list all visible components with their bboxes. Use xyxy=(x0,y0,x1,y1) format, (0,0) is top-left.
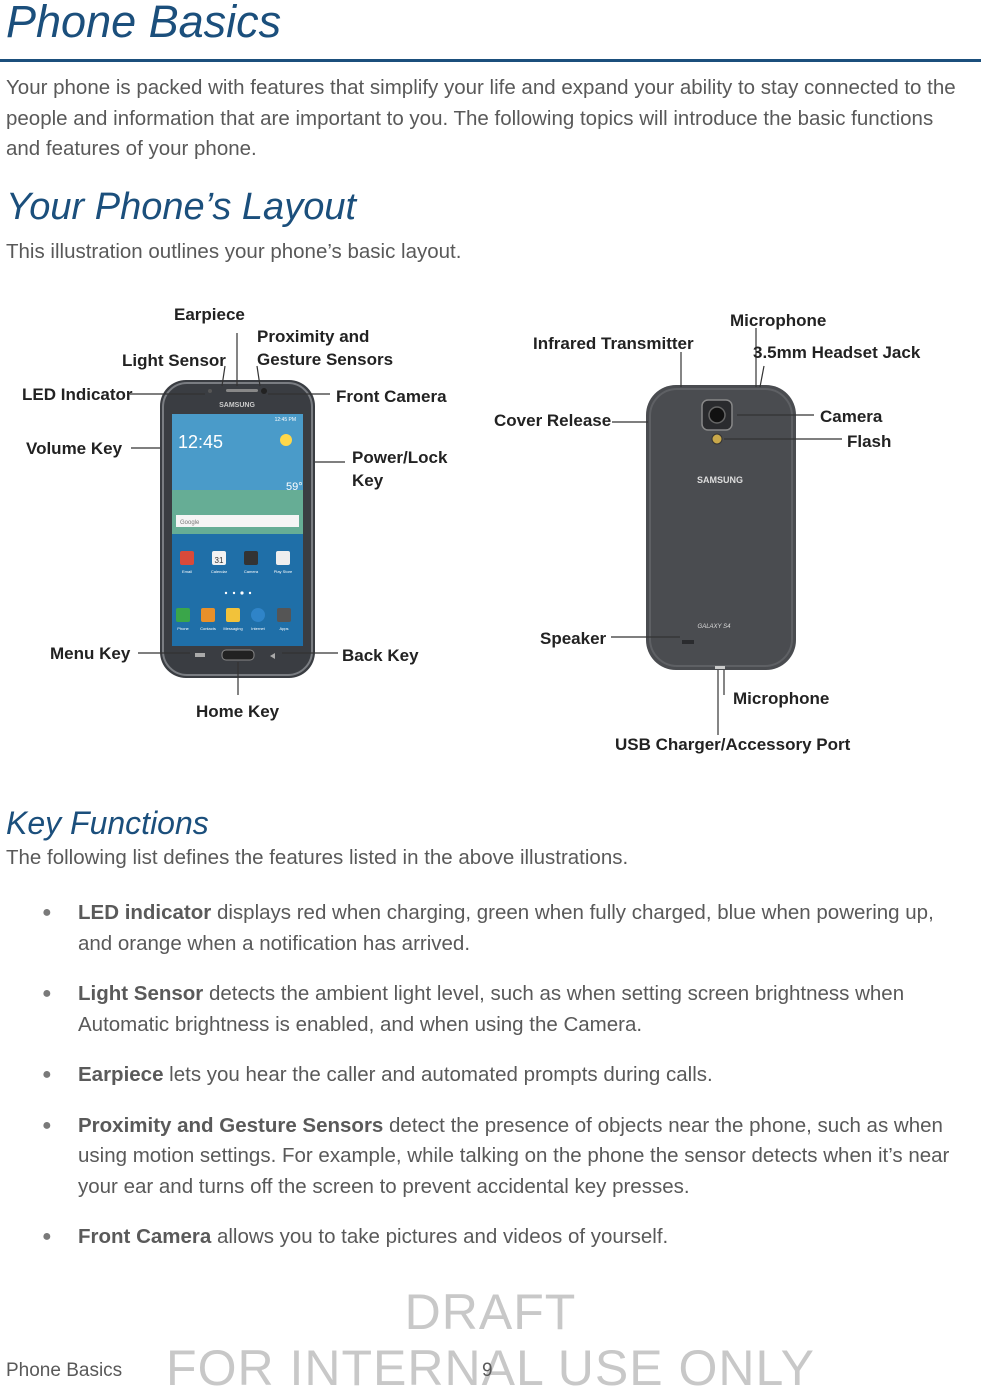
label-flash: Flash xyxy=(847,432,891,451)
calendar-app-icon xyxy=(212,551,226,565)
label-led-indicator: LED Indicator xyxy=(22,385,133,404)
label-usb-port: USB Charger/Accessory Port xyxy=(615,735,851,754)
label-cover-release: Cover Release xyxy=(494,411,611,430)
screen-clock: 12:45 xyxy=(178,432,223,452)
label-light-sensor: Light Sensor xyxy=(122,351,226,370)
list-item-text: detects the ambient light level, such as… xyxy=(78,982,905,1036)
list-item-text: allows you to take pictures and videos o… xyxy=(211,1225,669,1248)
label-menu-key: Menu Key xyxy=(50,644,131,663)
front-brand-logo: SAMSUNG xyxy=(219,402,255,409)
app-label: Camera xyxy=(244,569,259,574)
screen-temperature: 59° xyxy=(286,481,303,493)
app-label: Email xyxy=(182,569,192,574)
app-label: Play Store xyxy=(274,569,293,574)
back-brand-logo: SAMSUNG xyxy=(697,475,743,485)
list-item: ● Light Sensor detects the ambient light … xyxy=(0,979,958,1040)
label-infrared: Infrared Transmitter xyxy=(533,334,694,353)
app-label: Contacts xyxy=(200,626,216,631)
watermark-line-1: DRAFT xyxy=(404,1284,577,1340)
bullet-icon: ● xyxy=(42,1228,52,1245)
apps-grid-icon xyxy=(277,608,291,622)
label-power-lock-1: Power/Lock xyxy=(352,448,448,467)
play-store-app-icon xyxy=(276,551,290,565)
label-microphone-bottom: Microphone xyxy=(733,689,829,708)
label-headset-jack: 3.5mm Headset Jack xyxy=(753,343,921,362)
list-item: ● LED indicator displays red when chargin… xyxy=(0,898,958,959)
back-phone: SAMSUNG GALAXY S4 xyxy=(646,385,796,670)
list-item-term: Proximity and Gesture Sensors xyxy=(78,1113,384,1137)
list-item-term: Front Camera xyxy=(78,1225,212,1248)
label-volume-key: Volume Key xyxy=(26,439,123,458)
list-item-text: detect the presence of objects near the … xyxy=(78,1113,950,1198)
label-proximity-1: Proximity and xyxy=(257,327,369,346)
label-earpiece: Earpiece xyxy=(174,305,245,324)
menu-key-icon xyxy=(195,653,205,657)
label-speaker: Speaker xyxy=(540,629,607,648)
list-item-term: LED indicator xyxy=(78,901,212,924)
contacts-app-icon xyxy=(201,608,215,622)
key-functions-heading: Key Functions xyxy=(6,805,209,841)
label-power-lock-2: Key xyxy=(352,471,384,490)
back-cover xyxy=(646,385,796,670)
bullet-icon: ● xyxy=(42,904,52,921)
list-item-term: Light Sensor xyxy=(78,982,204,1005)
app-label: Messaging xyxy=(223,626,242,631)
earpiece-grille xyxy=(226,389,258,392)
app-label: Internet xyxy=(251,626,265,631)
key-functions-paragraph: The following list defines the features … xyxy=(6,846,629,869)
camera-app-icon xyxy=(244,551,258,565)
app-label: Phone xyxy=(177,626,189,631)
list-item-term: Earpiece xyxy=(78,1063,164,1086)
list-item: ● Proximity and Gesture Sensors detect th… xyxy=(0,1111,958,1203)
back-model-logo: GALAXY S4 xyxy=(698,624,732,630)
bullet-icon: ● xyxy=(42,1116,52,1134)
page-title: Phone Basics xyxy=(6,0,282,47)
app-label: Calendar xyxy=(211,569,228,574)
list-item-text: lets you hear the caller and automated p… xyxy=(163,1063,713,1086)
flash-icon xyxy=(711,433,723,445)
calendar-day: 31 xyxy=(215,556,224,565)
footer-page-number: 9 xyxy=(482,1360,493,1381)
search-hint: Google xyxy=(180,520,200,526)
led-indicator xyxy=(208,389,212,393)
app-label: Apps xyxy=(279,626,288,631)
phone-illustration: SAMSUNG 12:45 PM 12:45 59° Google 31 Ema… xyxy=(22,305,921,754)
layout-heading: Your Phone’s Layout xyxy=(6,186,357,228)
email-app-icon xyxy=(180,551,194,565)
phone-app-icon xyxy=(176,608,190,622)
internet-app-icon xyxy=(251,608,265,622)
phone-layout-figure: SAMSUNG 12:45 PM 12:45 59° Google 31 Ema… xyxy=(0,290,981,770)
rear-camera-lens xyxy=(708,406,726,424)
front-phone: SAMSUNG 12:45 PM 12:45 59° Google 31 Ema… xyxy=(160,380,315,678)
back-key-icon xyxy=(270,653,275,659)
title-rule xyxy=(0,59,981,62)
list-item: ● Front Camera allows you to take picture… xyxy=(0,1222,958,1253)
label-front-camera: Front Camera xyxy=(336,387,447,406)
home-key xyxy=(221,649,255,661)
messaging-app-icon xyxy=(226,608,240,622)
key-functions-list: ● LED indicator displays red when chargin… xyxy=(0,898,981,1273)
weather-sun-icon xyxy=(280,434,292,446)
bullet-icon: ● xyxy=(42,1066,52,1083)
list-item-text: displays red when charging, green when f… xyxy=(78,901,934,955)
front-camera-lens xyxy=(261,388,267,394)
label-camera: Camera xyxy=(820,407,883,426)
footer-section-name: Phone Basics xyxy=(6,1360,123,1381)
label-home-key: Home Key xyxy=(196,702,280,721)
label-proximity-2: Gesture Sensors xyxy=(257,350,393,369)
label-microphone-top: Microphone xyxy=(730,311,826,330)
bullet-icon: ● xyxy=(42,985,52,1002)
speaker-grille xyxy=(682,640,694,644)
usb-port xyxy=(715,666,725,669)
intro-paragraph: Your phone is packed with features that … xyxy=(6,76,956,160)
label-back-key: Back Key xyxy=(342,646,419,665)
search-bar xyxy=(176,515,299,527)
status-time: 12:45 PM xyxy=(275,417,296,423)
layout-paragraph: This illustration outlines your phone’s … xyxy=(6,240,462,263)
list-item: ● Earpiece lets you hear the caller and a… xyxy=(0,1060,958,1091)
